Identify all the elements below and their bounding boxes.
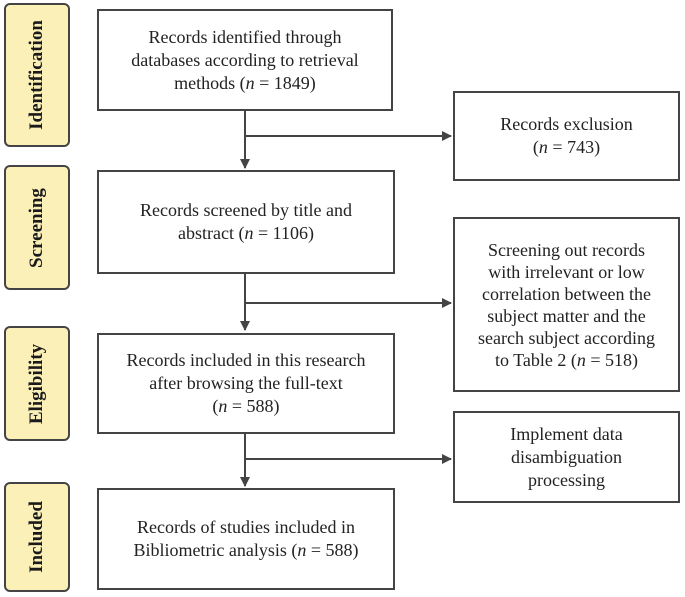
box-studies-included: Records of studies included in Bibliomet… xyxy=(97,488,395,590)
stage-eligibility-label: Eligibility xyxy=(26,343,47,424)
box-data-disambiguation: Implement data disambiguation processing xyxy=(453,411,680,503)
stage-included: Included xyxy=(4,482,70,592)
stage-identification-label: Identification xyxy=(26,20,47,130)
box-screening-out: Screening out records with irrelevant or… xyxy=(453,217,680,392)
box-records-included-research: Records included in this research after … xyxy=(97,333,395,434)
stage-eligibility: Eligibility xyxy=(4,326,70,441)
stage-screening: Screening xyxy=(4,165,70,290)
stage-screening-label: Screening xyxy=(26,187,47,268)
box-records-exclusion: Records exclusion (n = 743) xyxy=(453,91,680,181)
stage-identification: Identification xyxy=(4,3,70,147)
box-records-screened: Records screened by title and abstract (… xyxy=(97,170,395,274)
box-records-identified: Records identified through databases acc… xyxy=(97,9,393,111)
stage-included-label: Included xyxy=(26,501,47,573)
